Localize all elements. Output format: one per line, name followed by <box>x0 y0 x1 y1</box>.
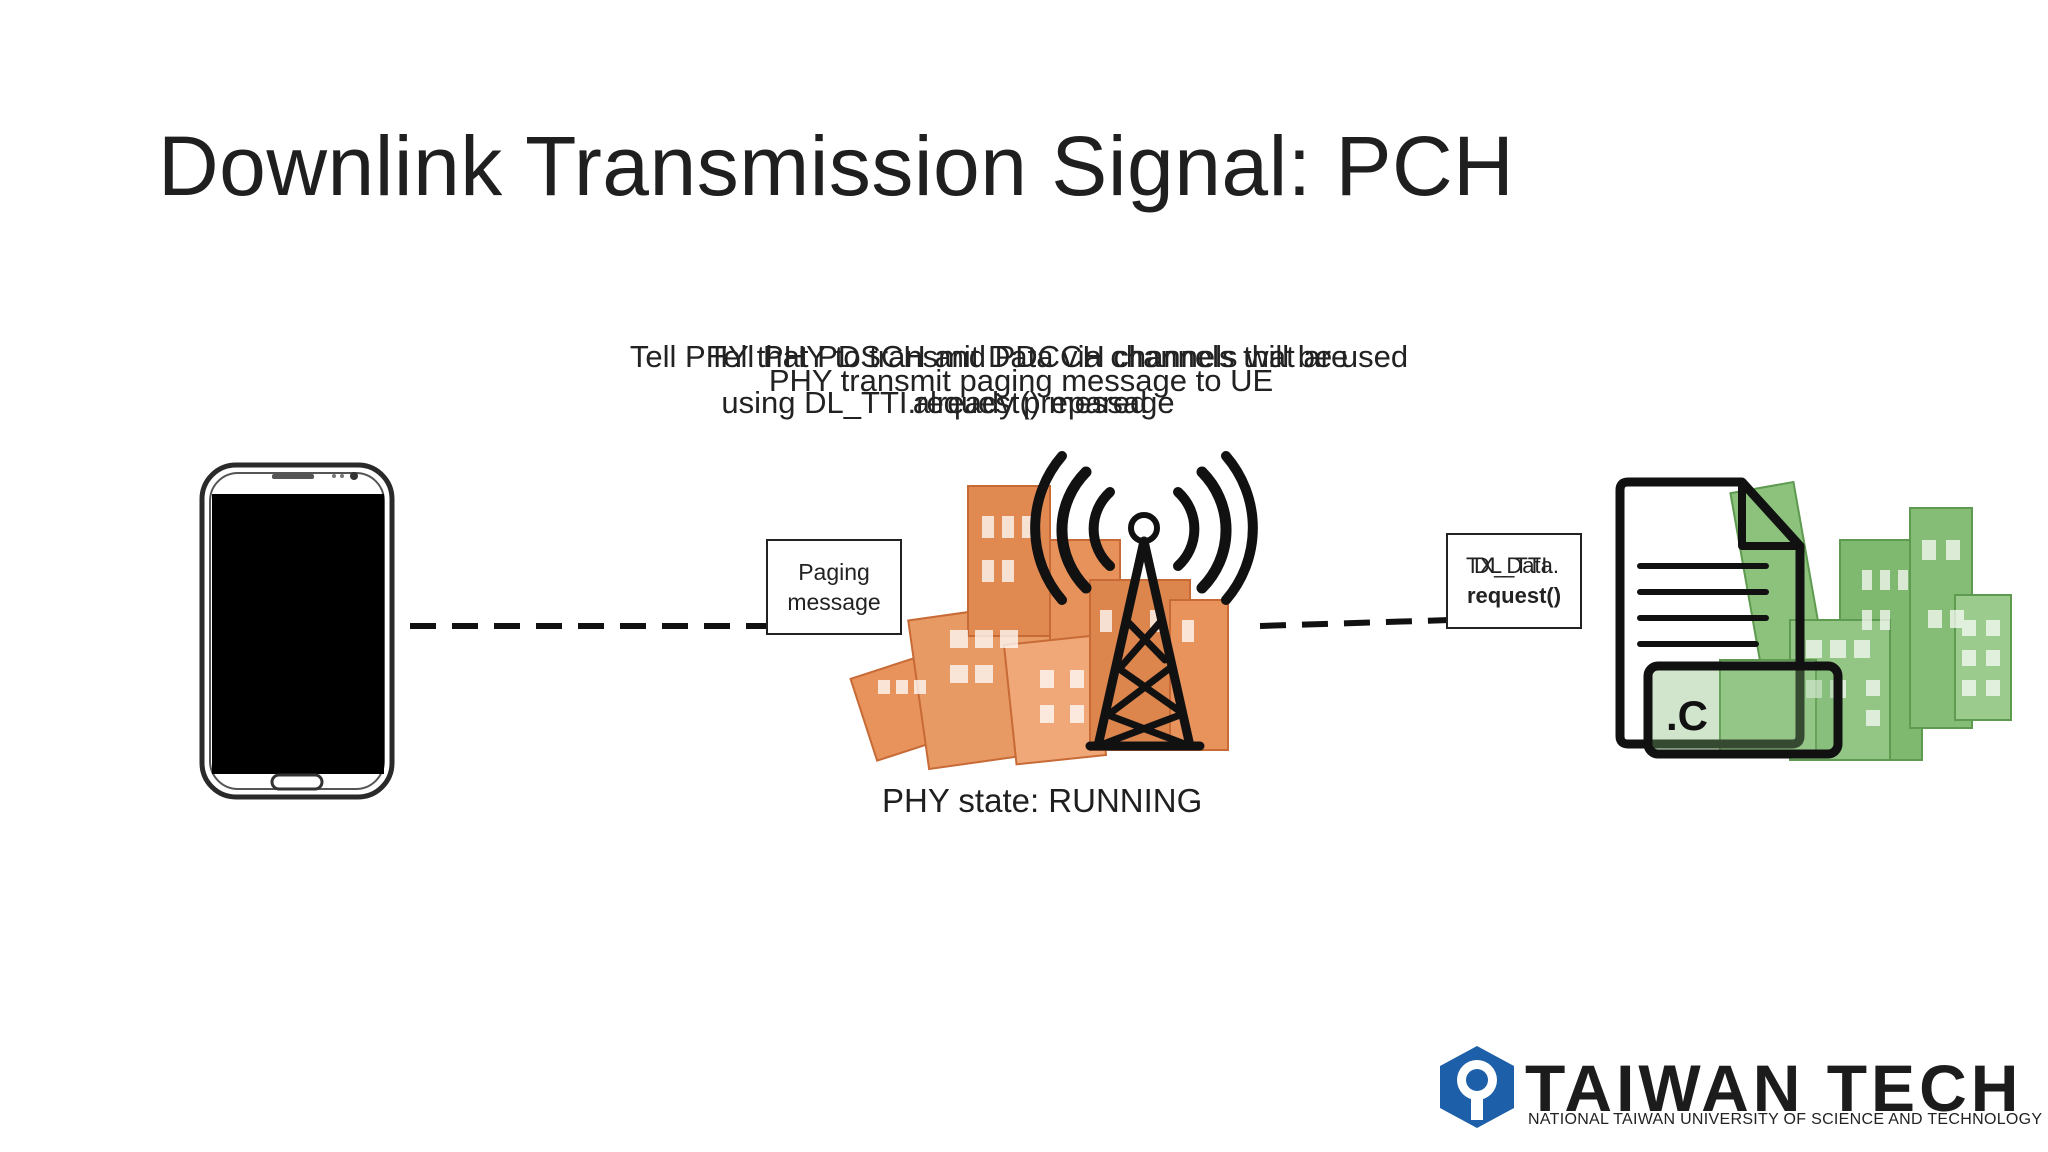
paging-message-box: Paging message <box>766 539 902 635</box>
smartphone-icon <box>199 462 395 800</box>
overlapping-captions: Tell PHY that PDSCH and PDCCH channels w… <box>0 340 2048 430</box>
request-box-line1-a: TX_Data. <box>1466 553 1559 578</box>
taiwan-tech-logo-icon <box>1440 1046 1514 1128</box>
code-file-icon <box>1615 477 1843 759</box>
city-buildings-icon <box>849 485 1229 771</box>
logo-wordmark: TAIWAN TECH <box>1525 1051 2023 1125</box>
cell-tower-icon <box>1030 451 1258 751</box>
server-buildings-icon <box>1719 480 2012 761</box>
caption-line3-a: using DL_TTI.request() message <box>721 385 1175 420</box>
logo-subtitle: NATIONAL TAIWAN UNIVERSITY OF SCIENCE AN… <box>1528 1111 2043 1128</box>
page-title: Downlink Transmission Signal: PCH <box>158 119 1515 213</box>
caption-line1-b: Tell PHY to transmit Data via channels t… <box>707 339 1349 374</box>
paging-box-line1: Paging <box>798 559 870 585</box>
paging-box-line2: message <box>787 589 881 615</box>
phy-state-label: PHY state: RUNNING <box>882 782 1203 819</box>
caption-line3-b: already prepared <box>912 385 1148 420</box>
link-gnb-server <box>1259 617 1451 629</box>
request-box-line2: request() <box>1466 583 1562 608</box>
caption-line2: PHY transmit paging message to UE <box>768 363 1274 398</box>
request-box-line1-b: DL_TTI. <box>1474 553 1554 578</box>
caption-line1-a: Tell PHY that PDSCH and PDCCH channels w… <box>629 339 1409 374</box>
request-message-box: TX_Data. DL_TTI. request() <box>1446 533 1582 629</box>
server-label: .C <box>1666 692 1708 739</box>
